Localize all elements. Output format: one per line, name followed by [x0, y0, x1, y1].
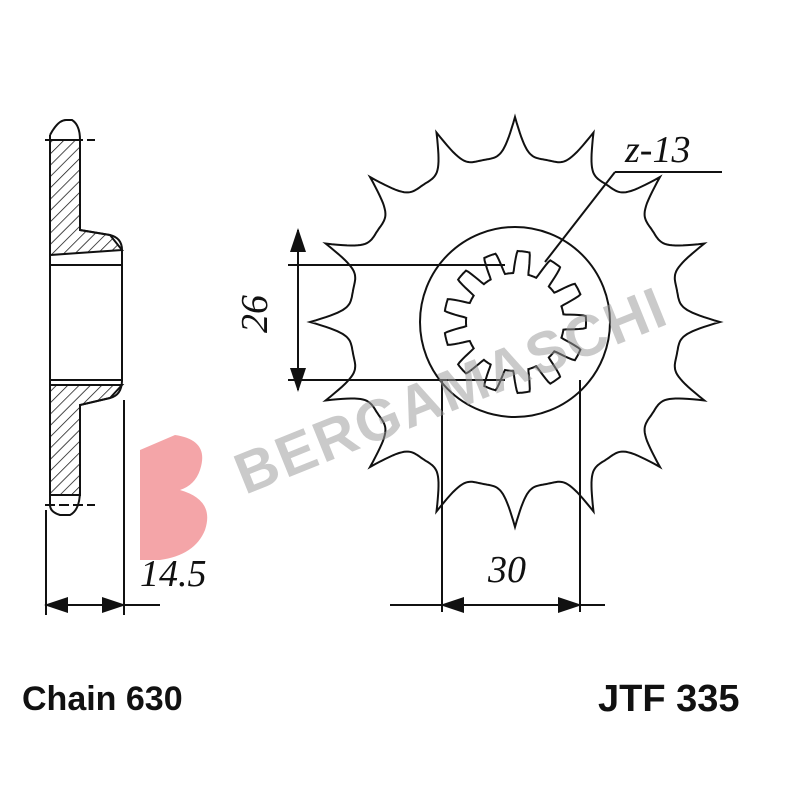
front-view — [288, 113, 724, 613]
svg-text:BERGAMASCHI: BERGAMASCHI — [226, 274, 677, 507]
part-number: JTF 335 — [598, 678, 740, 720]
hub-circle — [419, 226, 611, 418]
dim-inner-label: 26 — [234, 295, 276, 333]
sprocket-outline — [306, 113, 724, 531]
watermark-logo: BERGAMASCHI — [140, 274, 677, 560]
dim-thickness-label: 14.5 — [140, 553, 207, 595]
spline-bore — [443, 249, 587, 395]
tooth-count-label: z-13 — [625, 129, 691, 171]
chain-label: Chain 630 — [22, 680, 183, 718]
dim-hub-label: 30 — [488, 549, 526, 591]
side-view — [44, 119, 160, 615]
